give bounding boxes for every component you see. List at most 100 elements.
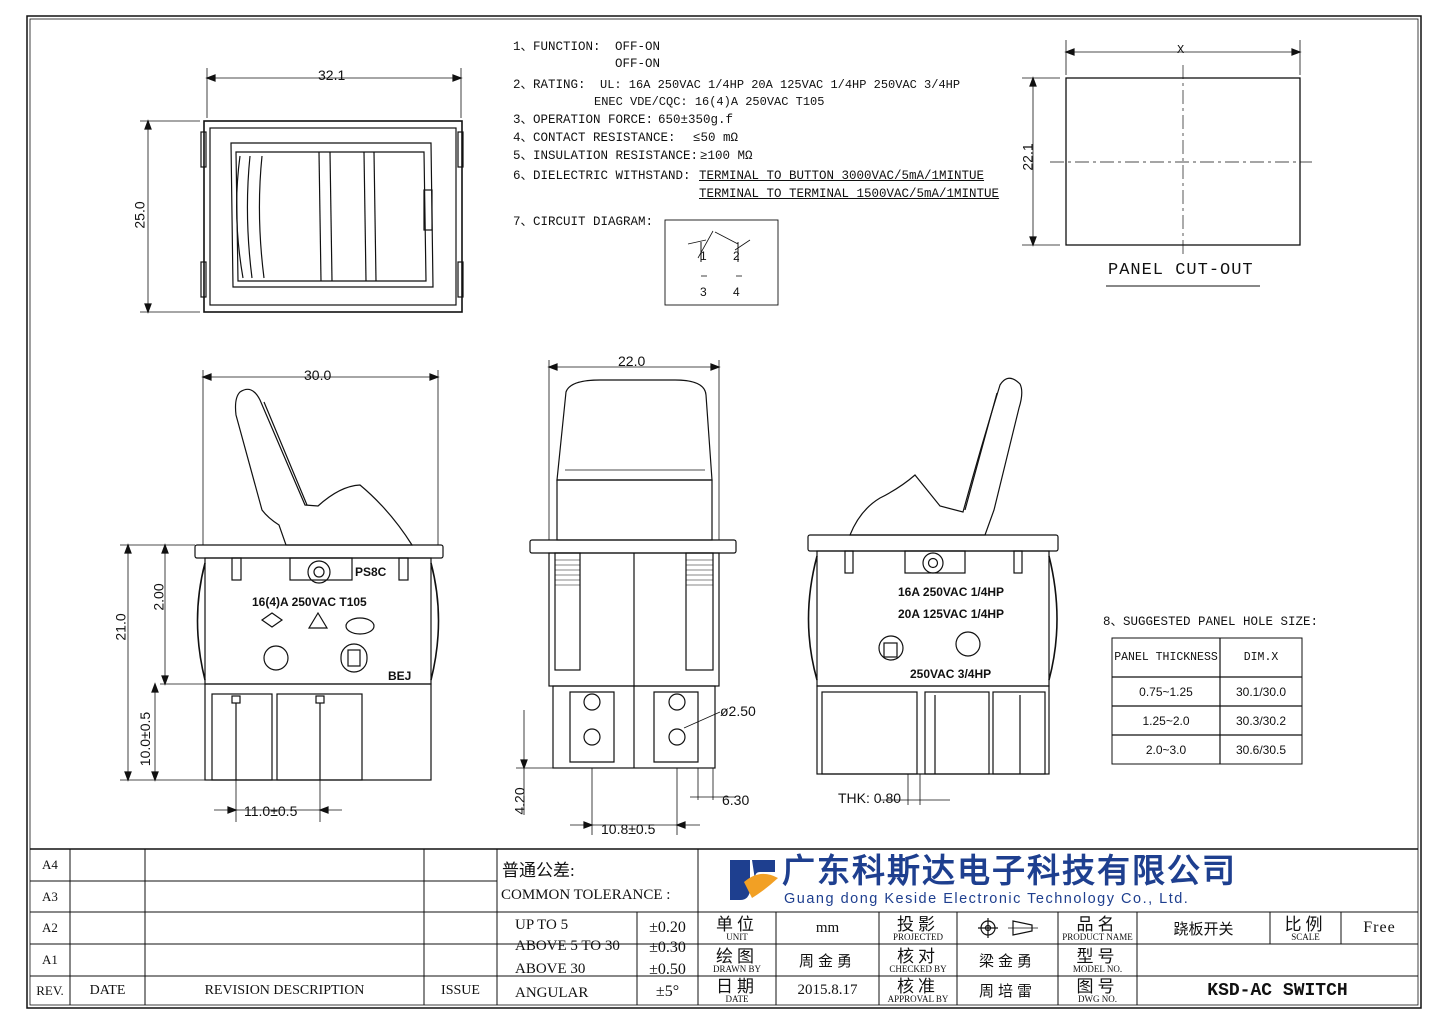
tolerance-range: ANGULAR [515, 985, 589, 1001]
revision-row-label: A2 [42, 920, 58, 935]
title-block-lines [30, 848, 1418, 1005]
back-rating-3: 250VAC 3/4HP [910, 667, 992, 681]
company-name-en: Guang dong Keside Electronic Technology … [784, 891, 1190, 907]
panel-hole-cell: 0.75~1.25 [1139, 684, 1193, 699]
spec-value: TERMINAL TO TERMINAL 1500VAC/5mA/1MINTUE [699, 187, 1000, 201]
front-view-height-dim: 21.0 [112, 613, 129, 641]
panel-hole-cell: 1.25~2.0 [1142, 713, 1190, 728]
front-model-label: PS8C [355, 565, 387, 579]
spec-label: 4、CONTACT RESISTANCE: [513, 131, 676, 145]
tolerance-range: ABOVE 30 [515, 961, 586, 977]
panel-hole-cell: 2.0~3.0 [1145, 742, 1187, 757]
issue-header: ISSUE [441, 982, 480, 998]
approval-by-value: 周培雷 [978, 984, 1036, 1000]
spec-label: 5、INSULATION RESISTANCE: [513, 149, 699, 163]
front-view-pin-spacing-dim: 11.0±0.5 [244, 803, 298, 819]
revision-row-label: A1 [42, 952, 58, 967]
revision-row-label: A4 [42, 857, 58, 872]
circuit-pin-label: 2 [733, 249, 740, 263]
top-view-width-dim: 32.1 [318, 67, 346, 83]
circuit-pin-label: 3 [700, 285, 707, 299]
product-name-cell: 品名 PRODUCT NAME [1058, 913, 1137, 944]
date-cell: 日期 DATE [698, 977, 776, 1005]
dwg-no-label-en: DWG NO. [1078, 994, 1117, 1004]
unit-label-cn: 单位 [716, 914, 758, 934]
model-no-cell: 型号 MODEL NO. [1058, 945, 1137, 976]
panel-cutout-title: PANEL CUT-OUT [1108, 261, 1254, 280]
spec-value: OFF-ON [615, 57, 661, 71]
checked-by-value: 梁金勇 [978, 953, 1036, 970]
scale-value: Free [1363, 919, 1396, 936]
model-no-label-en: MODEL NO. [1072, 963, 1123, 974]
spec-value: TERMINAL TO BUTTON 3000VAC/5mA/1MINTUE [699, 169, 985, 183]
back-rating-1: 16A 250VAC 1/4HP [898, 585, 1005, 599]
drawn-by-label-cn: 绘图 [716, 946, 758, 966]
top-view-height-dim: 25.0 [131, 201, 148, 229]
unit-label-en: UNIT [726, 931, 748, 942]
spec-value: ≥100 MΩ [700, 149, 753, 163]
side-view-pin-length-dim: 4.20 [511, 787, 528, 815]
front-view-pin-dim: 10.0±0.5 [137, 711, 154, 767]
unit-cell: 单位 UNIT [698, 913, 776, 944]
tolerance-value: ±5° [655, 982, 680, 1000]
projection-symbol [978, 918, 1038, 938]
drawn-by-cell: 绘图 DRAWN BY [698, 945, 776, 976]
panel-hole-header: DIM.X [1243, 651, 1279, 664]
side-view-pin-spacing-dim: 10.8±0.5 [601, 821, 656, 837]
spec-value: UL: 16A 250VAC 1/4HP 20A 125VAC 1/4HP 25… [600, 78, 961, 92]
spec-label: 3、OPERATION FORCE: [513, 113, 654, 127]
side-view-hole-dim: ø2.50 [720, 703, 756, 719]
side-view-tab-width-dim: 6.30 [722, 792, 750, 808]
revision-row-label: A3 [42, 888, 58, 904]
unit-value: mm [815, 919, 840, 936]
dwg-no-label-cn: 图号 [1076, 977, 1119, 996]
revision-description-header: REVISION DESCRIPTION [204, 982, 365, 998]
rev-header: REV. [36, 982, 64, 998]
spec-value: ≤50 mΩ [693, 131, 739, 145]
back-thickness-dim: THK: 0.80 [838, 790, 902, 806]
front-maker-label: BEJ [388, 669, 412, 683]
scale-label-cn: 比例 [1284, 914, 1327, 934]
date-header: DATE [89, 982, 126, 998]
approval-by-cell: 核准 APPROVAL BY [879, 977, 957, 1005]
tolerance-value: ±0.50 [649, 961, 686, 978]
checked-by-cell: 核对 CHECKED BY [879, 945, 957, 976]
projected-label-cn: 投影 [897, 914, 939, 934]
date-label-en: DATE [725, 994, 749, 1004]
company-name-cn: 广东科斯达电子科技有限公司 [782, 852, 1237, 889]
circuit-diagram [664, 219, 779, 306]
projected-cell: 投影 PROJECTED [879, 913, 957, 944]
checked-by-label-cn: 核对 [897, 946, 939, 966]
tolerance-title-cn: 普通公差: [502, 861, 575, 880]
spec-value: 650±350g.f [658, 113, 734, 127]
front-view-drawing [120, 370, 444, 822]
dwg-no-cell: 图号 DWG NO. [1058, 977, 1137, 1005]
tolerance-value: ±0.30 [649, 939, 686, 956]
circuit-pin-label: 1 [700, 249, 707, 263]
front-rating-label: 16(4)A 250VAC T105 [252, 595, 367, 609]
tolerance-range: ABOVE 5 TO 30 [515, 938, 620, 954]
tolerance-value: ±0.20 [649, 919, 686, 936]
panel-hole-cell: 30.3/30.2 [1235, 713, 1287, 728]
spec-value: OFF-ON [615, 40, 661, 54]
tolerance-title-en: COMMON TOLERANCE : [501, 887, 671, 903]
back-rating-2: 20A 125VAC 1/4HP [898, 607, 1005, 621]
product-name-label-cn: 品名 [1076, 914, 1119, 934]
drawn-by-label-en: DRAWN BY [712, 963, 762, 974]
scale-label-en: SCALE [1291, 931, 1320, 942]
approval-by-label-cn: 核准 [897, 977, 939, 996]
product-name-value: 跷板开关 [1173, 921, 1234, 938]
dwg-no-value: KSD-AC SWITCH [1207, 980, 1348, 1001]
projected-label-en: PROJECTED [892, 931, 943, 942]
spec-value: ENEC VDE/CQC: 16(4)A 250VAC T105 [594, 95, 825, 109]
company-logo [730, 860, 778, 900]
front-view-top-dim: 2.00 [150, 583, 167, 611]
panel-cutout-drawing [1022, 40, 1312, 287]
tolerance-range: UP TO 5 [515, 917, 569, 933]
panel-hole-cell: 30.6/30.5 [1235, 742, 1287, 757]
checked-by-label-en: CHECKED BY [889, 963, 947, 974]
panel-hole-cell: 30.1/30.0 [1235, 684, 1287, 699]
date-value: 2015.8.17 [797, 982, 858, 998]
approval-by-label-en: APPROVAL BY [887, 994, 949, 1004]
